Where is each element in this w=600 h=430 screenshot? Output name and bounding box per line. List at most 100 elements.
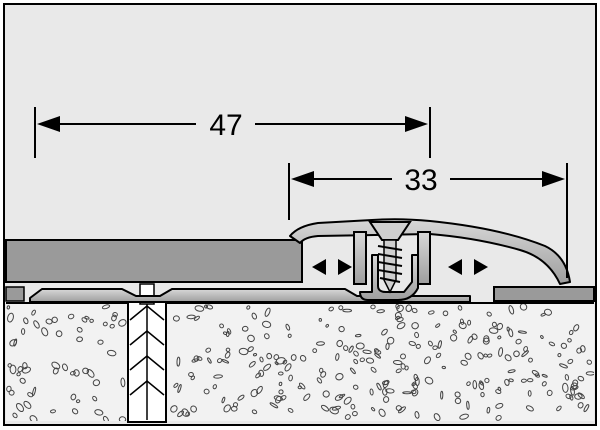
pebble [221,359,230,364]
pebble [441,365,446,370]
pebble [567,338,572,343]
pebble [222,331,228,335]
pebble [382,388,388,396]
pebble [282,359,288,365]
pebble [45,318,53,325]
pebble [460,359,468,366]
pebble [12,412,18,419]
pebble [454,397,462,405]
profile-clip [359,254,419,301]
pebble [449,334,458,342]
pebble [508,378,514,383]
pebble [92,395,98,402]
pebble [118,416,127,421]
pebble [395,368,402,374]
pebble [255,372,262,379]
pebble [51,361,61,370]
pebble [190,375,196,381]
pebble [513,350,520,358]
pebble [303,393,311,401]
pebble [170,405,178,413]
pebble [567,358,574,365]
pebble [9,339,18,347]
pebble [466,400,470,410]
pebble [71,408,79,415]
pebble [102,321,108,327]
pebble [354,333,362,338]
pebble [224,351,231,359]
pebble [565,393,572,400]
pebble [559,363,568,369]
pebble [378,408,386,417]
pebble [75,399,81,404]
pebble [338,305,344,311]
pebble [318,367,324,373]
pebble [577,392,585,400]
pebble [483,353,488,358]
pebble [29,415,38,421]
pebble [343,396,352,405]
pebble [568,329,574,336]
pebble [369,388,374,396]
pebble [454,391,461,398]
pebble [486,406,491,414]
pebble [203,388,210,395]
pebble [467,319,472,326]
pebble [297,385,302,390]
pebble [349,367,356,375]
pebble [483,335,490,343]
pebble [69,370,76,376]
pebble [196,356,203,361]
pebble [519,303,528,311]
screed-substrate [6,302,594,421]
pebble [50,409,56,414]
pebble [359,357,365,363]
pebble [527,378,534,383]
pebble [285,323,291,331]
pebble [385,342,390,350]
pebble [497,335,502,340]
pebble [190,405,197,413]
pebble [33,320,40,329]
pebble [238,347,249,356]
pebble [7,363,12,368]
pebble [247,334,255,343]
pebble [398,406,406,414]
pebble [76,327,83,333]
pebble [570,385,575,396]
pebble [336,339,344,348]
pebble [467,335,474,344]
pebble [579,345,586,353]
pebble [278,371,284,376]
pebble [61,363,69,372]
dimension-profile-width: 33 [288,163,568,278]
pebble [560,342,568,349]
pebble [440,390,444,400]
pebble [586,359,593,365]
pebble [251,409,258,415]
pebble [423,356,432,365]
pebble [21,366,32,374]
pebble [335,373,344,381]
pebble [520,378,527,383]
pebble [9,364,17,375]
pebble [27,392,34,398]
pebble [316,377,323,384]
pebble [392,359,403,366]
dimension-label-33: 33 [404,164,437,197]
pebble [556,405,562,412]
pebble [411,389,419,397]
pebble [488,327,499,334]
pebble [7,312,14,323]
pebble [350,403,356,410]
pebble [546,389,553,396]
pebble [541,381,547,387]
pebble [415,343,421,349]
pebble [452,329,457,334]
pebble [13,338,18,347]
pebble [395,405,403,412]
pebble [193,355,200,362]
pebble [207,357,212,364]
pebble [433,413,441,421]
